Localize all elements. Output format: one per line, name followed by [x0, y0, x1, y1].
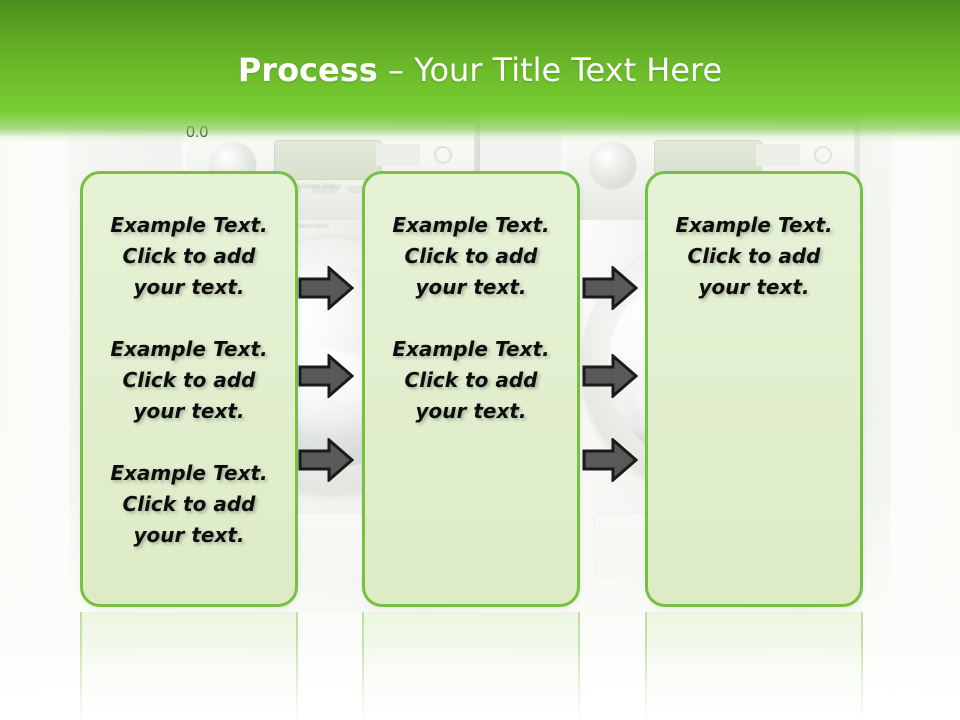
- title-rest: – Your Title Text Here: [377, 51, 723, 89]
- process-box-1[interactable]: Example Text. Click to add your text. Ex…: [80, 171, 298, 607]
- title-strong: Process: [237, 51, 378, 89]
- process-text-2-1[interactable]: Example Text. Click to add your text.: [392, 213, 550, 299]
- arrow-right-icon-1-3[interactable]: [298, 438, 354, 482]
- arrow-right-icon-2-2[interactable]: [582, 354, 638, 398]
- title-banner: [0, 0, 960, 143]
- page-title: Process – Your Title Text Here: [0, 50, 960, 90]
- process-box-3[interactable]: Example Text. Click to add your text.: [645, 171, 863, 607]
- process-box-2[interactable]: Example Text. Click to add your text. Ex…: [362, 171, 580, 607]
- process-text-1-2[interactable]: Example Text. Click to add your text.: [110, 337, 268, 423]
- process-text-3-1[interactable]: Example Text. Click to add your text.: [675, 213, 833, 299]
- arrow-right-icon-2-3[interactable]: [582, 438, 638, 482]
- arrow-right-icon-1-1[interactable]: [298, 266, 354, 310]
- process-text-2-2[interactable]: Example Text. Click to add your text.: [392, 337, 550, 423]
- arrow-right-icon-2-1[interactable]: [582, 266, 638, 310]
- process-text-1-3[interactable]: Example Text. Click to add your text.: [110, 461, 268, 547]
- arrow-right-icon-1-2[interactable]: [298, 354, 354, 398]
- process-text-1-1[interactable]: Example Text. Click to add your text.: [110, 213, 268, 299]
